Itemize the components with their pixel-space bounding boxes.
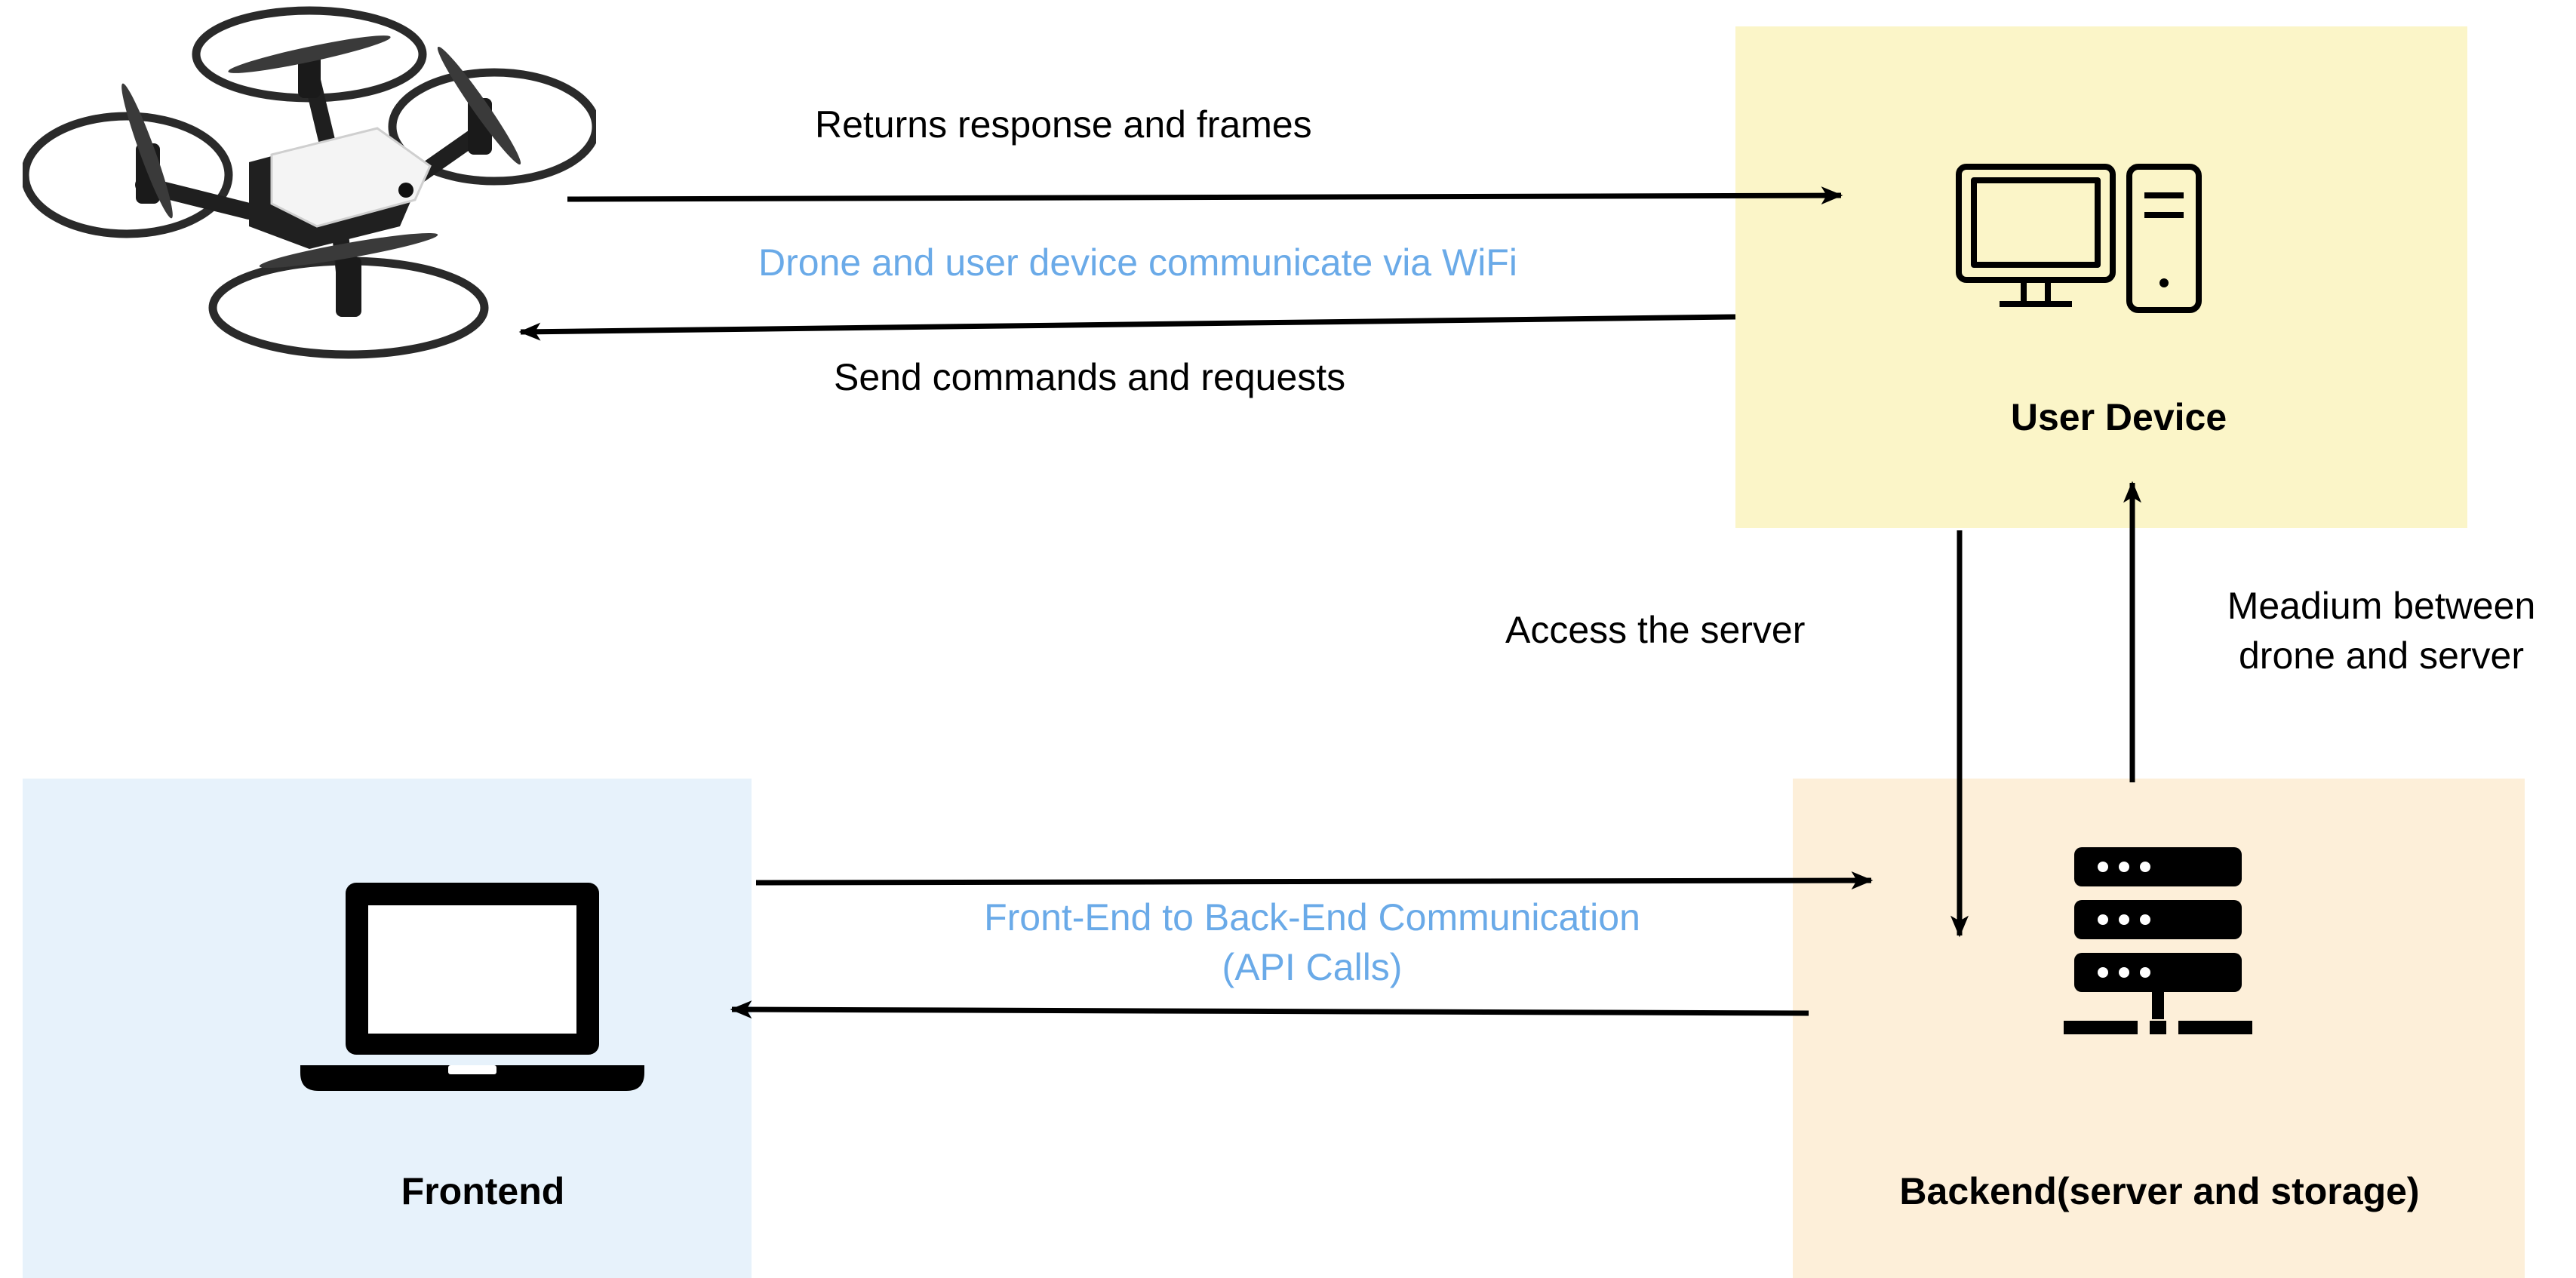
arrow-frontend-to-backend bbox=[755, 871, 1874, 890]
user-device-title: User Device bbox=[2010, 396, 2227, 438]
server-icon bbox=[2064, 847, 2252, 1034]
medium-label: Meadium between drone and server bbox=[2227, 581, 2536, 680]
arrow-user-device-to-drone bbox=[518, 314, 1736, 341]
send-commands-label: Send commands and requests bbox=[834, 356, 1346, 398]
desktop-computer-icon bbox=[1956, 164, 2202, 313]
arrow-drone-to-user-device bbox=[567, 186, 1843, 205]
medium-label-line-2: drone and server bbox=[2238, 634, 2525, 677]
api-label-line-1: Front-End to Back-End Communication bbox=[984, 896, 1640, 939]
laptop-icon bbox=[300, 883, 644, 1091]
access-server-label: Access the server bbox=[1505, 609, 1806, 651]
api-communication-label: Front-End to Back-End Communication (API… bbox=[984, 892, 1640, 992]
backend-title: Backend(server and storage) bbox=[1899, 1170, 2420, 1212]
returns-response-label: Returns response and frames bbox=[815, 103, 1312, 146]
wifi-communication-label: Drone and user device communicate via Wi… bbox=[758, 241, 1517, 284]
medium-label-line-1: Meadium between bbox=[2227, 585, 2536, 627]
arrow-backend-to-frontend bbox=[730, 1000, 1809, 1019]
drone-icon bbox=[23, 6, 596, 359]
frontend-title: Frontend bbox=[401, 1170, 565, 1212]
api-label-line-2: (API Calls) bbox=[1222, 946, 1403, 988]
